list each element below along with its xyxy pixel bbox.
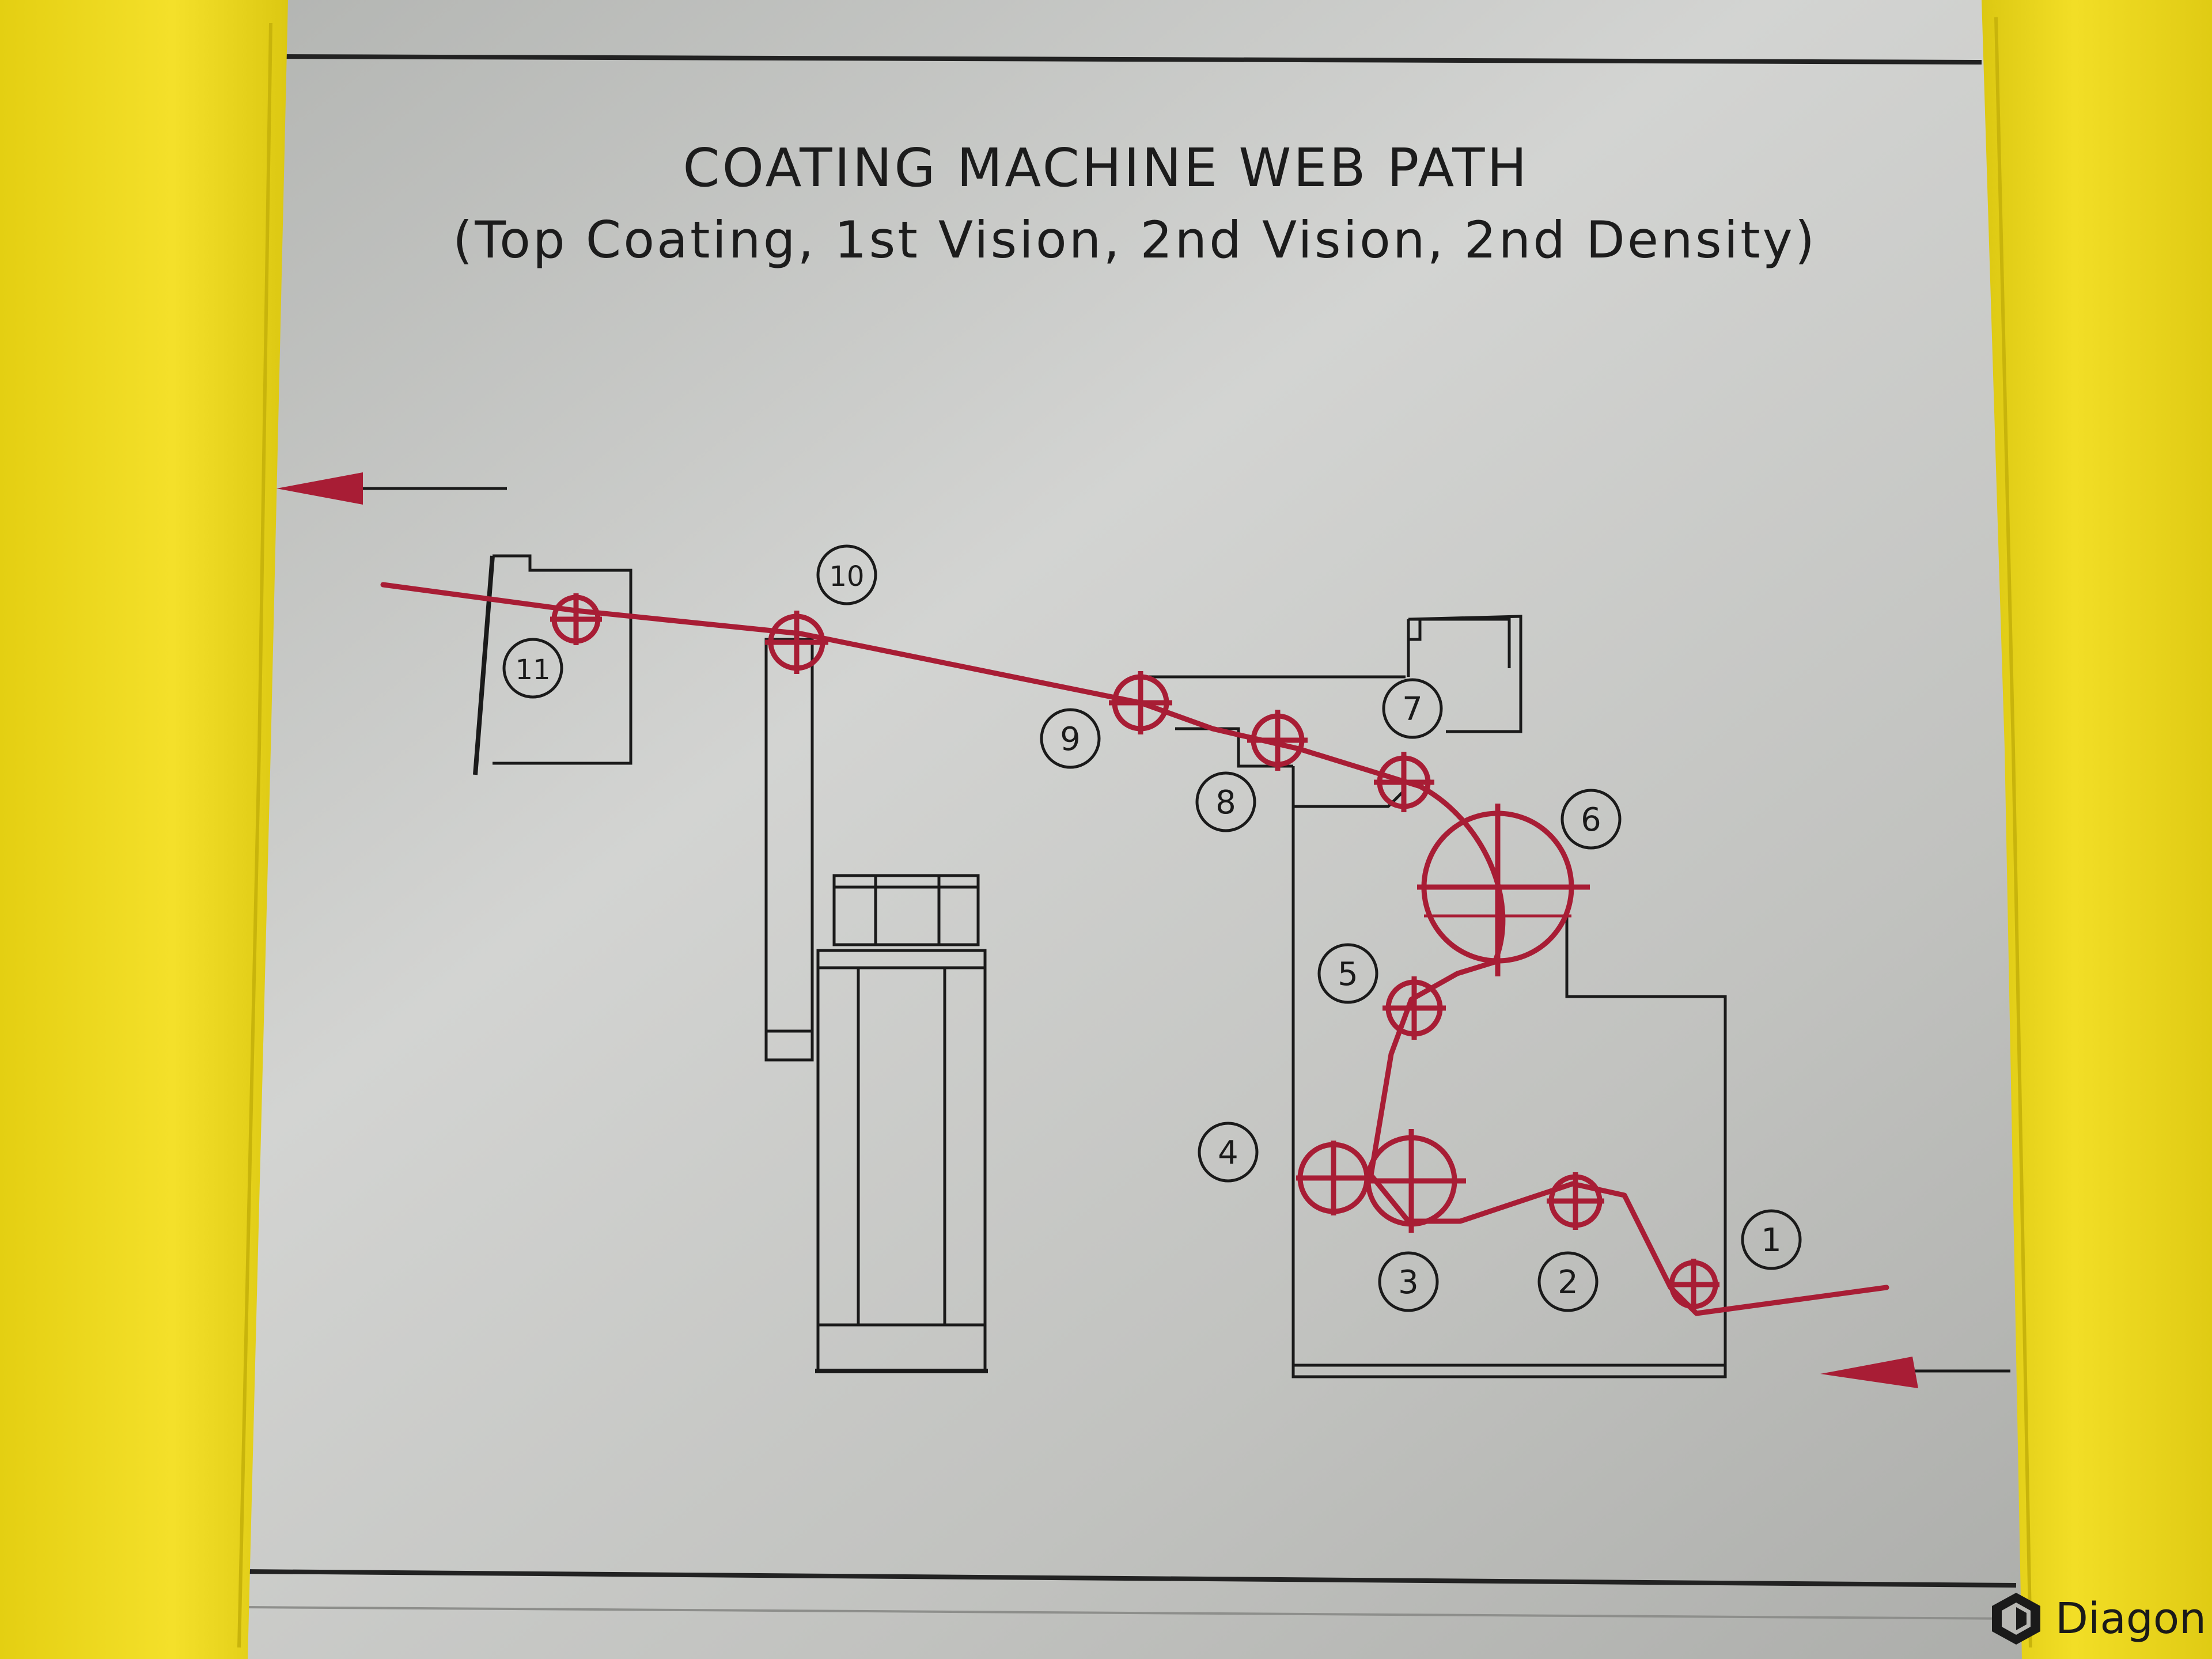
label-circle-2 — [1537, 1251, 1599, 1312]
roller-6 — [1417, 804, 1590, 976]
label-circle-3 — [1378, 1251, 1439, 1312]
bottom-border-line — [241, 1569, 2017, 1588]
frame-7-cap — [1408, 615, 1522, 733]
right-tape-edge — [1994, 17, 2032, 1648]
diagram-subtitle: (Top Coating, 1st Vision, 2nd Vision, 2n… — [452, 210, 1817, 270]
top-border-line — [270, 54, 1982, 65]
label-11: 11 — [515, 654, 550, 686]
right-yellow-tape — [1982, 0, 2212, 1659]
plate-edge-line — [241, 1606, 2017, 1620]
roller-11 — [550, 593, 602, 645]
label-circle-7 — [1382, 678, 1443, 739]
roller-2 — [1547, 1172, 1604, 1230]
label-10: 10 — [829, 560, 864, 593]
watermark: Diagon — [1987, 1590, 2206, 1647]
exit-arrow — [276, 472, 507, 505]
left-tape-edge — [237, 22, 272, 1648]
label-5: 5 — [1338, 956, 1358, 993]
roller-8 — [1247, 710, 1308, 771]
entry-arrow — [1820, 1357, 2010, 1388]
label-circle-6 — [1560, 789, 1622, 850]
label-circle-10 — [816, 544, 877, 605]
label-circle-4 — [1198, 1122, 1259, 1183]
roller-9 — [1109, 671, 1172, 734]
roller-4 — [1296, 1141, 1371, 1215]
label-9: 9 — [1060, 721, 1081, 758]
label-circle-1 — [1741, 1209, 1802, 1270]
diagon-logo-icon — [1992, 1593, 2040, 1645]
label-1: 1 — [1761, 1222, 1782, 1259]
label-6: 6 — [1581, 801, 1601, 839]
label-circle-11 — [502, 638, 563, 699]
frame-11 — [493, 554, 632, 765]
diagram-title: COATING MACHINE WEB PATH — [683, 137, 1529, 199]
roller-7 — [1374, 752, 1434, 812]
frame-11-wall — [473, 555, 495, 775]
label-7: 7 — [1402, 691, 1423, 728]
label-4: 4 — [1218, 1134, 1238, 1172]
cabinet-top-band — [832, 874, 980, 889]
rollers — [550, 593, 1719, 1310]
label-8: 8 — [1215, 784, 1236, 821]
label-3: 3 — [1398, 1264, 1419, 1301]
label-circle-9 — [1040, 708, 1101, 769]
coater-shelf — [1293, 788, 1407, 808]
label-circle-5 — [1317, 943, 1378, 1004]
roller-labels — [502, 544, 1802, 1312]
label-2: 2 — [1558, 1264, 1578, 1301]
roller-1 — [1668, 1259, 1719, 1310]
roller-5 — [1382, 976, 1446, 1040]
label-circle-8 — [1195, 771, 1256, 832]
roller-label-text: 1 2 3 4 5 6 7 8 9 10 11 — [515, 560, 1781, 1301]
cabinet-band — [816, 949, 987, 969]
frame-10-foot — [764, 1029, 814, 1062]
machine-outlines — [473, 554, 1727, 1378]
coater-body — [1291, 766, 1727, 1378]
frame-7-box — [1407, 618, 1511, 677]
roller-10 — [765, 611, 828, 674]
left-yellow-tape — [0, 0, 288, 1659]
watermark-text: Diagon — [2055, 1594, 2207, 1643]
